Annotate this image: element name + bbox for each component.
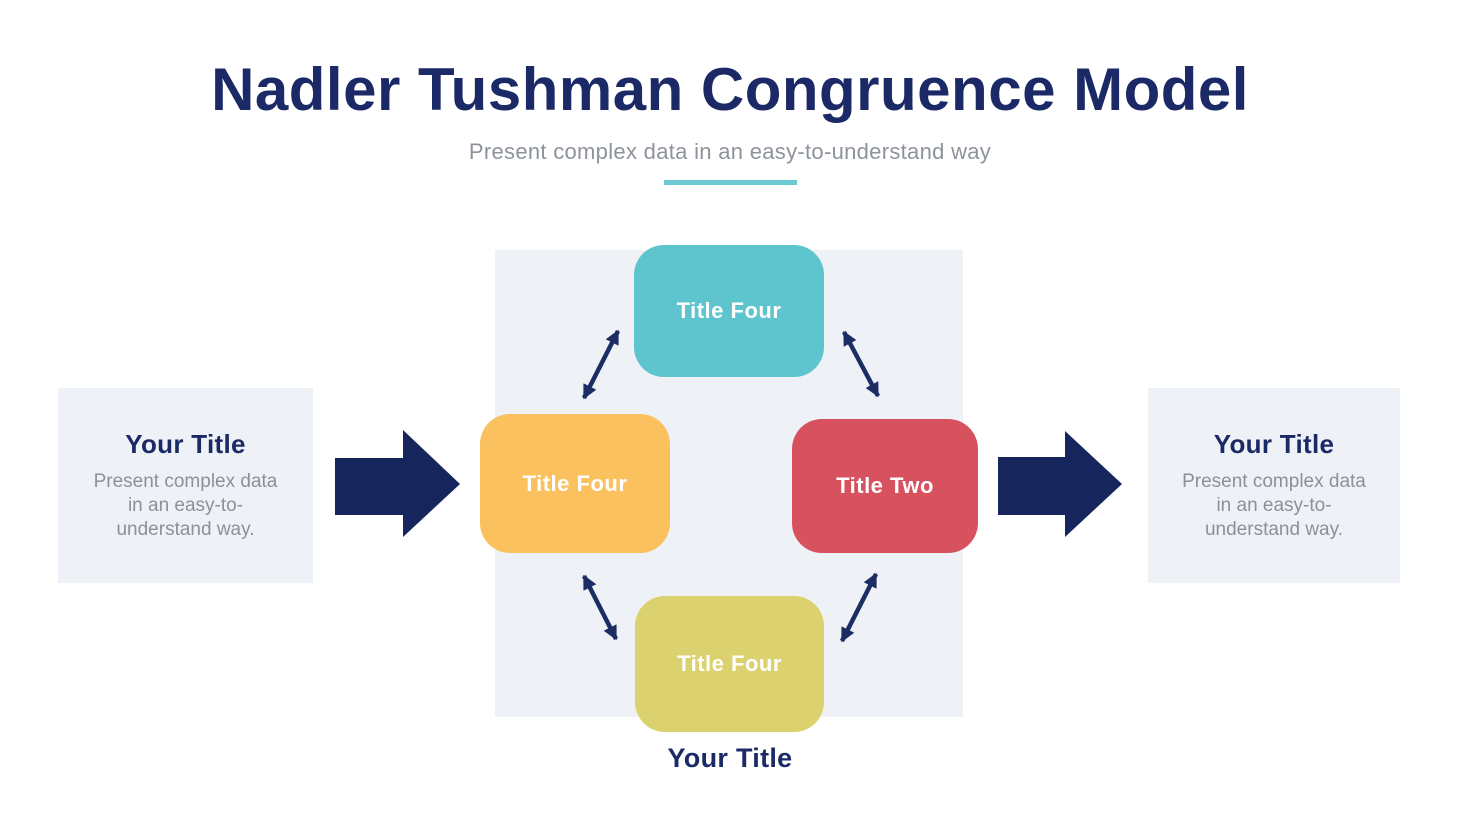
node-right-label: Title Two bbox=[836, 473, 934, 498]
node-bottom: Title Four bbox=[635, 596, 824, 732]
page-title: Nadler Tushman Congruence Model bbox=[211, 56, 1249, 123]
left-panel-body: Present complex data in an easy-to-under… bbox=[93, 471, 278, 540]
header: Nadler Tushman Congruence Model Present … bbox=[0, 0, 1460, 185]
node-left-label: Title Four bbox=[522, 470, 628, 496]
node-top-label: Title Four bbox=[676, 298, 782, 323]
node-left: Title Four bbox=[480, 414, 670, 553]
node-top: Title Four bbox=[634, 245, 824, 377]
flow-arrow-left-icon bbox=[335, 430, 460, 537]
right-panel-body: Present complex data in an easy-to-under… bbox=[1182, 471, 1366, 540]
flow-arrow-right-icon bbox=[998, 431, 1122, 537]
right-panel: Your Title Present complex data in an ea… bbox=[1148, 388, 1400, 583]
right-panel-title: Your Title bbox=[1213, 429, 1335, 459]
title-underline bbox=[663, 180, 797, 185]
left-panel-title: Your Title bbox=[125, 429, 246, 459]
node-right: Title Two bbox=[792, 419, 978, 553]
subtitle: Present complex data in an easy-to-under… bbox=[468, 139, 992, 164]
left-panel: Your Title Present complex data in an ea… bbox=[58, 388, 313, 583]
node-bottom-label: Title Four bbox=[677, 651, 782, 676]
diagram-caption: Your Title bbox=[667, 743, 793, 773]
